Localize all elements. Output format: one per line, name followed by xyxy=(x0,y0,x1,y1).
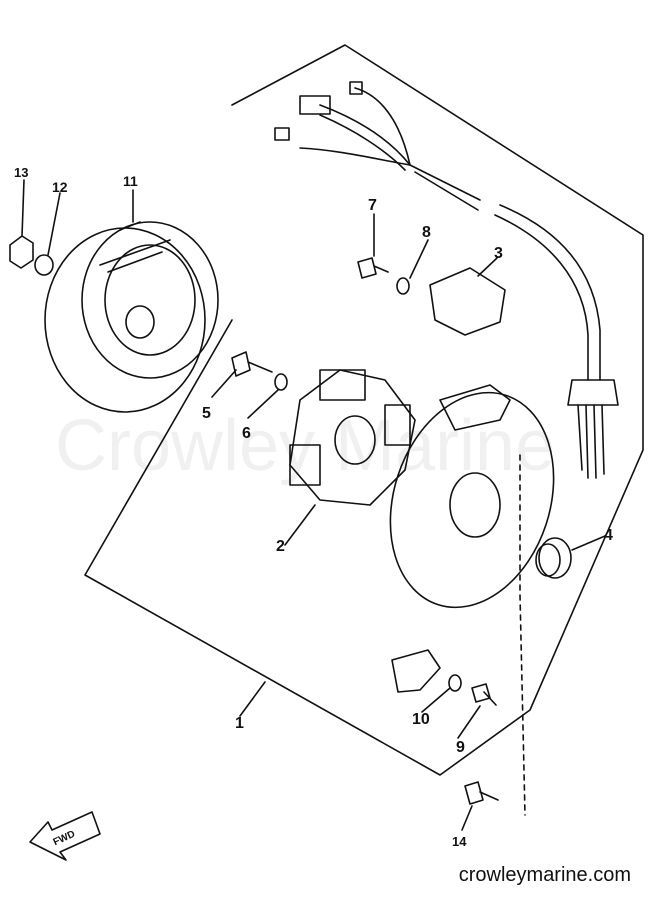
callout-5: 5 xyxy=(202,405,211,422)
callout-14: 14 xyxy=(452,834,467,849)
callout-6: 6 xyxy=(242,425,251,442)
callout-13: 13 xyxy=(14,165,28,180)
washer-part-6 xyxy=(274,373,288,391)
washer-part-8 xyxy=(396,277,410,295)
washer-part-12 xyxy=(34,254,54,276)
fwd-arrow xyxy=(29,811,101,861)
callout-3: 3 xyxy=(494,245,503,262)
callout-8: 8 xyxy=(422,224,431,241)
clamp xyxy=(391,649,441,693)
base-plate xyxy=(389,384,555,816)
stator-coils xyxy=(289,369,416,506)
wire-harness xyxy=(274,81,619,479)
site-url: crowleymarine.com xyxy=(458,864,631,886)
callout-1: 1 xyxy=(235,715,244,732)
callout-7: 7 xyxy=(368,197,377,214)
callout-11: 11 xyxy=(123,173,138,189)
screw-part-9 xyxy=(471,683,497,706)
assembly-outline xyxy=(84,44,644,776)
screw-part-7 xyxy=(357,257,389,279)
pulser-coil xyxy=(429,267,506,336)
nut-part-13 xyxy=(9,235,34,269)
screw-part-5 xyxy=(231,351,273,377)
callout-10: 10 xyxy=(412,711,430,728)
callout-12: 12 xyxy=(52,179,68,195)
callout-2: 2 xyxy=(276,538,285,555)
flywheel xyxy=(44,221,219,413)
oil-seal xyxy=(535,537,572,579)
washer-part-10 xyxy=(448,674,462,692)
callout-4: 4 xyxy=(604,527,613,544)
leader-lines xyxy=(21,179,606,831)
bolt-part-14 xyxy=(464,781,499,805)
callout-9: 9 xyxy=(456,739,465,756)
